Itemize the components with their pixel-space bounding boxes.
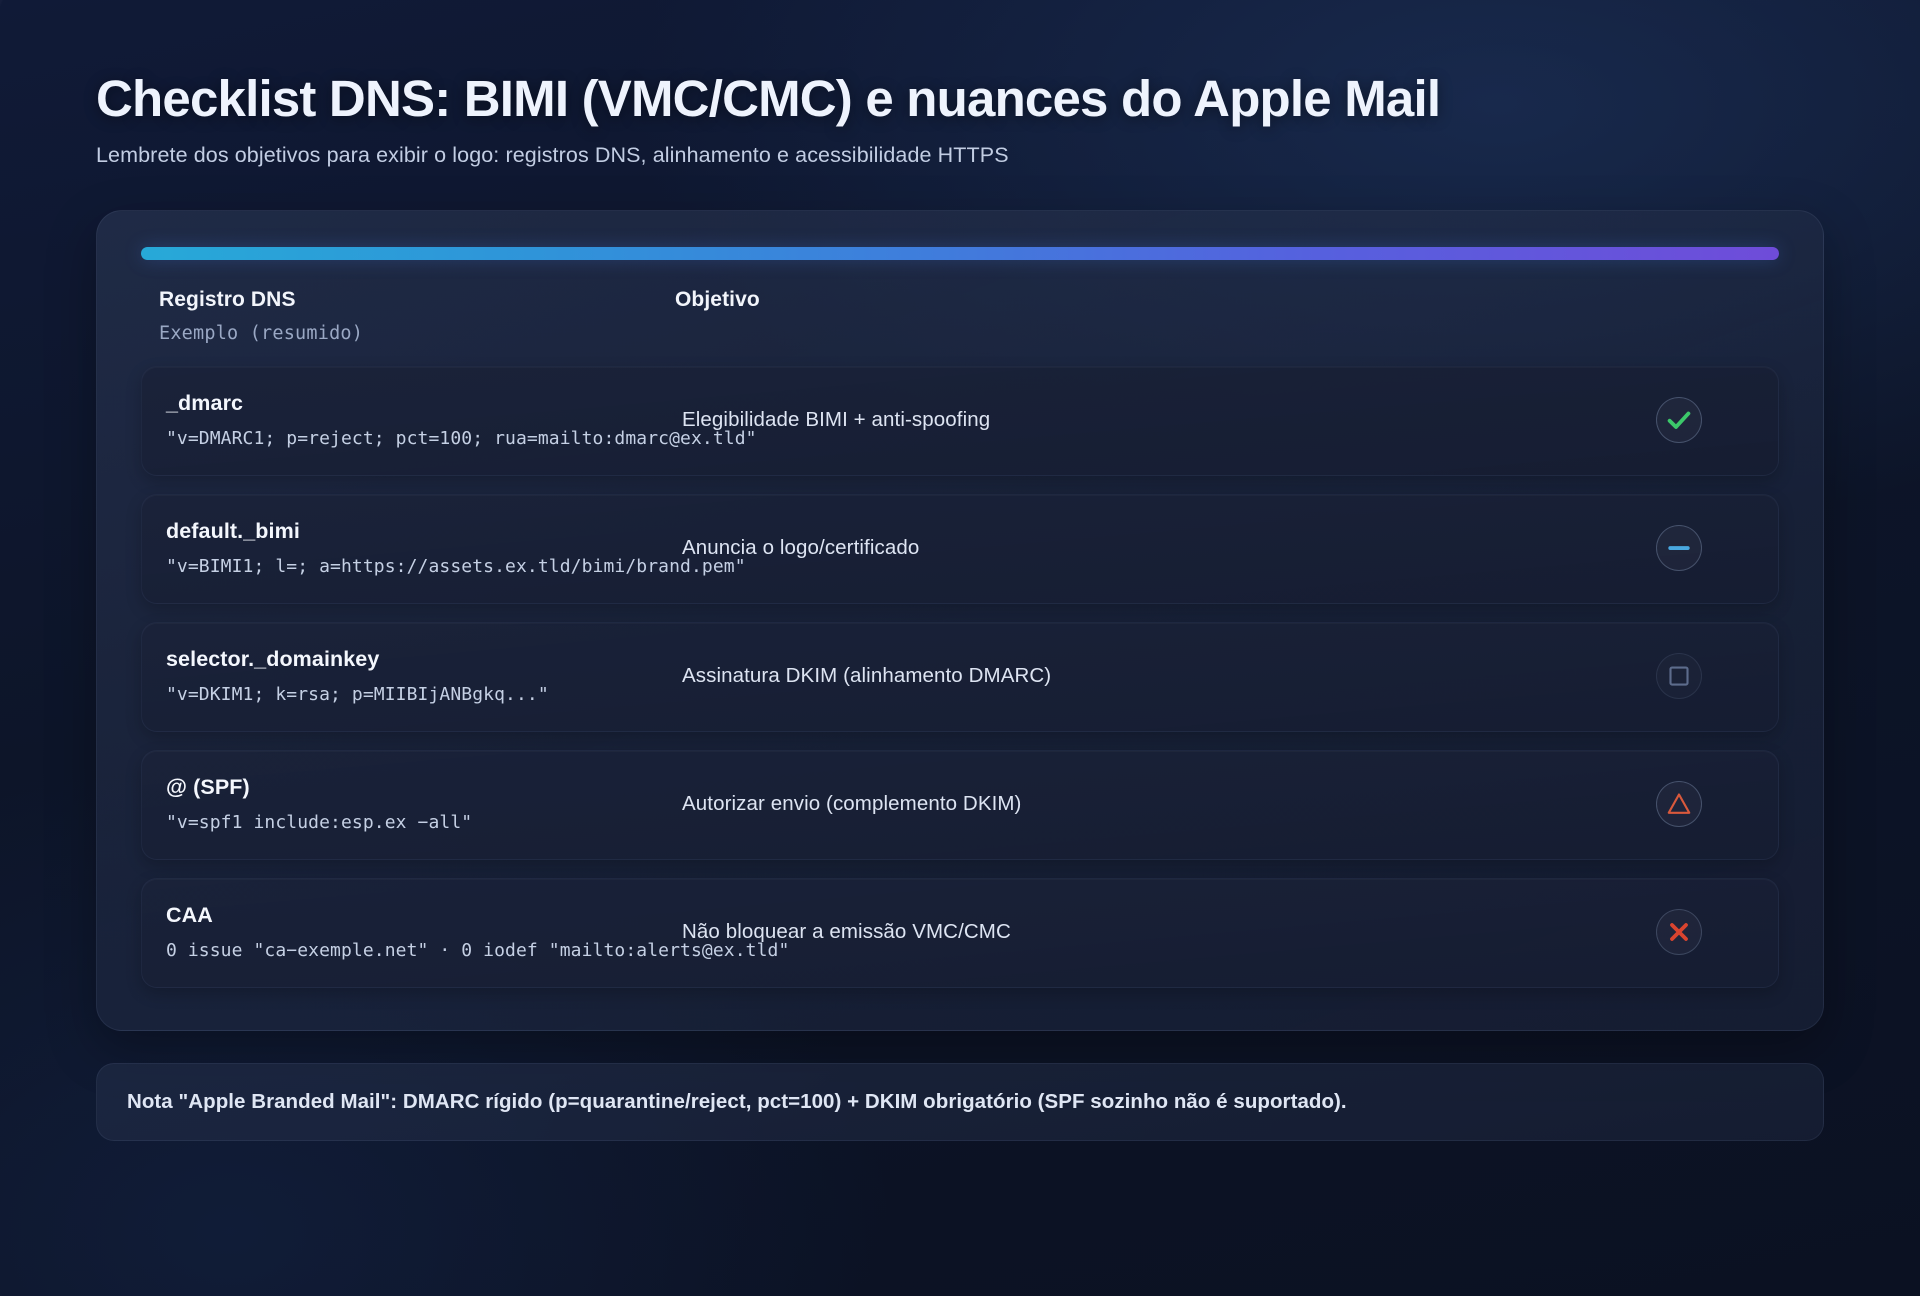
column-header-record: Registro DNS [159, 288, 296, 312]
status-badge[interactable] [1656, 525, 1702, 572]
minus-circle-icon [1668, 546, 1690, 551]
accent-gradient-bar [141, 247, 1779, 261]
record-name: default._bimi [166, 519, 300, 544]
table-row[interactable]: selector._domainkey "v=DKIM1; k=rsa; p=MI… [141, 622, 1779, 733]
record-example: "v=DMARC1; p=reject; pct=100; rua=mailto… [166, 428, 757, 450]
record-example: 0 issue "ca−exemple.net" · 0 iodef "mail… [166, 940, 790, 962]
record-name: _dmarc [166, 391, 244, 416]
square-outline-icon [1669, 666, 1689, 686]
record-cell: @ (SPF) "v=spf1 include:esp.ex −all" [166, 775, 682, 833]
goal-cell: Anuncia o logo/certificado [682, 536, 1604, 560]
goal-text: Elegibilidade BIMI + anti-spoofing [682, 408, 991, 432]
goal-text: Autorizar envio (complemento DKIM) [682, 792, 1022, 816]
table-row[interactable]: default._bimi "v=BIMI1; l=; a=https://ass… [141, 494, 1779, 605]
checklist-rows: _dmarc "v=DMARC1; p=reject; pct=100; rua=… [141, 366, 1779, 989]
record-name: CAA [166, 903, 213, 928]
status-cell [1604, 781, 1754, 828]
goal-cell: Elegibilidade BIMI + anti-spoofing [682, 408, 1604, 432]
table-row[interactable]: @ (SPF) "v=spf1 include:esp.ex −all" Autor… [141, 750, 1779, 861]
goal-text: Assinatura DKIM (alinhamento DMARC) [682, 664, 1052, 688]
goal-text: Não bloquear a emissão VMC/CMC [682, 920, 1011, 944]
status-cell [1604, 909, 1754, 956]
record-cell: selector._domainkey "v=DKIM1; k=rsa; p=MI… [166, 647, 682, 705]
record-cell: default._bimi "v=BIMI1; l=; a=https://ass… [166, 519, 746, 578]
page-root: Checklist DNS: BIMI (VMC/CMC) e nuances … [96, 70, 1824, 1142]
status-cell [1604, 525, 1754, 572]
column-header-goal: Objetivo [675, 288, 760, 312]
table-row[interactable]: _dmarc "v=DMARC1; p=reject; pct=100; rua=… [141, 366, 1779, 477]
check-circle-icon [1667, 411, 1691, 430]
record-example: "v=spf1 include:esp.ex −all" [166, 812, 473, 834]
status-badge[interactable] [1656, 781, 1702, 828]
record-example: "v=DKIM1; k=rsa; p=MIIBIjANBgkq..." [166, 684, 549, 706]
page-title: Checklist DNS: BIMI (VMC/CMC) e nuances … [96, 70, 1441, 127]
checklist-card: Registro DNS Objetivo Exemplo (resumido)… [96, 210, 1824, 1032]
status-badge[interactable] [1656, 909, 1702, 956]
goal-cell: Não bloquear a emissão VMC/CMC [682, 920, 1604, 944]
record-cell: _dmarc "v=DMARC1; p=reject; pct=100; rua=… [166, 391, 757, 450]
status-badge[interactable] [1656, 397, 1702, 444]
status-badge[interactable] [1656, 653, 1702, 700]
example-caption: Exemplo (resumido) [159, 323, 364, 345]
table-header-row: Registro DNS Objetivo [141, 288, 1779, 312]
x-circle-icon [1670, 923, 1688, 941]
goal-cell: Autorizar envio (complemento DKIM) [682, 792, 1604, 816]
record-name: selector._domainkey [166, 647, 380, 672]
goal-cell: Assinatura DKIM (alinhamento DMARC) [682, 664, 1604, 688]
record-cell: CAA 0 issue "ca−exemple.net" · 0 iodef "m… [166, 903, 790, 962]
status-cell [1604, 397, 1754, 444]
record-example: "v=BIMI1; l=; a=https://assets.ex.tld/bi… [166, 556, 746, 578]
status-cell [1604, 653, 1754, 700]
table-row[interactable]: CAA 0 issue "ca−exemple.net" · 0 iodef "m… [141, 878, 1779, 989]
footer-note: Nota "Apple Branded Mail": DMARC rígido … [96, 1063, 1824, 1142]
goal-text: Anuncia o logo/certificado [682, 536, 920, 560]
triangle-outline-icon [1667, 793, 1691, 814]
record-name: @ (SPF) [166, 775, 250, 800]
page-subtitle: Lembrete dos objetivos para exibir o log… [96, 143, 1009, 168]
